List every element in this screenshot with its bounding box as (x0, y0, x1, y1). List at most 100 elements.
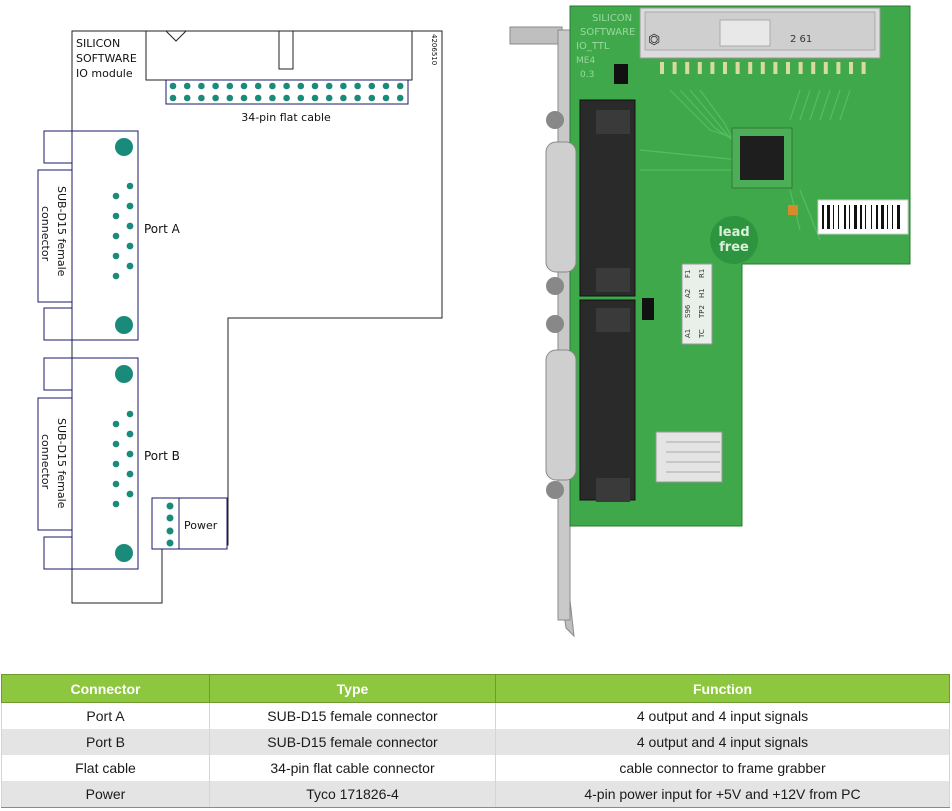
subd-pin (126, 490, 134, 498)
barcode-bar (876, 205, 878, 229)
header-pin (325, 82, 333, 90)
cell-type: SUB-D15 female connector (209, 702, 496, 729)
cell-function: cable connector to frame grabber (495, 755, 950, 781)
header-pin-photo (836, 62, 841, 74)
barcode-bar (844, 205, 846, 229)
cell-type: Tyco 171826-4 (209, 781, 496, 808)
part-number: 4206510 (430, 34, 438, 65)
board-outline (71, 30, 443, 604)
svg-text:R1: R1 (698, 269, 706, 278)
header-pin-photo (861, 62, 866, 74)
header-pin-photo (735, 62, 740, 74)
header-pin (212, 94, 219, 102)
board-text-3: IO_TTL (576, 41, 610, 52)
svg-text:SUB-D15 female: SUB-D15 female (55, 418, 68, 509)
barcode-bar (822, 205, 824, 229)
header-pin-photo (760, 62, 765, 74)
cell-function: 4 output and 4 input signals (495, 729, 950, 755)
subd-pin (112, 192, 120, 200)
subd-pin (112, 420, 120, 428)
header-pin-photo (723, 62, 727, 74)
svg-text:TC: TC (698, 329, 706, 339)
header-pin (325, 94, 333, 102)
connector-table: Connector Type Function Port A SUB-D15 f… (1, 674, 950, 808)
power-connector (151, 497, 228, 550)
header-pin (240, 82, 248, 90)
power-connector-photo (655, 431, 723, 483)
cell-connector: Port B (1, 729, 210, 755)
power-label: Power (184, 519, 218, 532)
barcode-bar (865, 205, 866, 229)
flat-cable-header-photo: 2 61 ⏣ (639, 7, 881, 59)
io-module-schematic: SILICON SOFTWARE IO module 4206510 34-pi… (37, 30, 443, 604)
header-pin-photo (773, 62, 778, 74)
header-connector: Connector (1, 674, 210, 703)
io-module-photo: SILICON SOFTWARE IO_TTL ME4 0.3 2 61 ⏣ l… (509, 5, 911, 638)
header-pin (297, 94, 305, 102)
header-pin-photo (849, 62, 853, 74)
brand-line-2: SOFTWARE (76, 52, 137, 65)
header-pin (283, 94, 290, 102)
header-pin-photo (798, 62, 803, 74)
svg-text:A1: A1 (684, 329, 692, 338)
header-pin (368, 82, 376, 90)
svg-text:F1: F1 (684, 270, 692, 278)
subd-pin (126, 410, 134, 418)
header-pin (254, 82, 262, 90)
board-text-1: SILICON (592, 13, 632, 24)
board-text-5: 0.3 (580, 70, 594, 80)
subd-pin (126, 470, 134, 478)
jumper-labels: A1 S96 A2 F1 TC TP2 H1 R1 (681, 263, 713, 345)
lead-free-badge: lead free (710, 216, 758, 264)
header-pin-photo (786, 62, 790, 74)
svg-text:⏣: ⏣ (648, 32, 660, 48)
brand-line-1: SILICON (76, 37, 120, 50)
header-pin (368, 94, 376, 102)
barcode-bar (833, 205, 834, 229)
svg-text:H1: H1 (698, 288, 706, 298)
header-pin (226, 82, 234, 90)
subd-pin (126, 242, 134, 250)
table-header-row: Connector Type Function (1, 674, 950, 703)
pcb-board (569, 5, 911, 527)
svg-text:lead: lead (718, 225, 749, 240)
header-type: Type (209, 674, 496, 703)
header-pin (311, 82, 319, 90)
header-pin-photo (685, 62, 690, 74)
header-pin (169, 94, 177, 102)
svg-text:2 61: 2 61 (790, 34, 812, 45)
port-a-connector: SUB-D15 female connector (37, 130, 139, 341)
header-pin (254, 94, 262, 102)
port-b-connector: SUB-D15 female connector (37, 357, 139, 570)
barcode-bar (854, 205, 857, 229)
header-pin (198, 94, 205, 102)
header-pin (283, 82, 290, 90)
cell-connector: Port A (1, 702, 210, 729)
subd-pin (112, 212, 120, 220)
header-pin-photo (823, 62, 828, 74)
header-pin (396, 94, 404, 102)
cell-function: 4 output and 4 input signals (495, 702, 950, 729)
subd-pin (126, 202, 134, 210)
main-chip (731, 127, 793, 189)
svg-text:SUB-D15 female: SUB-D15 female (55, 186, 68, 277)
header-pin (340, 94, 347, 102)
subd-pin (126, 450, 134, 458)
subd-pin (126, 262, 134, 270)
svg-text:connector: connector (39, 434, 52, 490)
cell-connector: Power (1, 781, 210, 808)
barcode-bar (881, 205, 884, 229)
subd-pin (112, 440, 120, 448)
table-row: Flat cable 34-pin flat cable connector c… (1, 755, 950, 781)
header-notch (165, 30, 187, 42)
barcode-bar (871, 205, 872, 229)
board-text-4: ME4 (576, 56, 595, 66)
header-pin (198, 82, 205, 90)
port-a-photo (545, 99, 636, 297)
barcode-bar (897, 205, 900, 229)
header-function: Function (495, 674, 950, 703)
cell-function: 4-pin power input for +5V and +12V from … (495, 781, 950, 808)
subd-pin (126, 222, 134, 230)
svg-text:A2: A2 (684, 289, 692, 298)
header-pin (226, 94, 234, 102)
